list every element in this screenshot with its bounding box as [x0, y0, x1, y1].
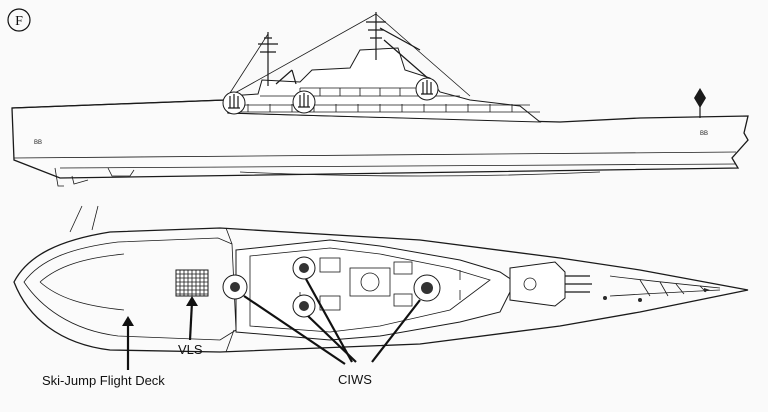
side-ciws-mount-2	[292, 90, 316, 114]
vls-arrow	[186, 296, 198, 341]
ciws-label: CIWS	[338, 372, 372, 387]
figure-tag-letter: F	[15, 14, 23, 29]
plan-ciws-mount-4	[413, 274, 441, 302]
plan-superstructure-details	[249, 247, 491, 333]
svg-text:BB: BB	[700, 131, 708, 137]
side-ciws-mount-3	[415, 77, 439, 101]
figure-tag: F	[7, 8, 31, 32]
plan-view	[13, 205, 749, 353]
plan-ciws-mount-2	[292, 256, 316, 280]
vls-label: VLS	[178, 342, 203, 357]
plan-ciws-mount-3	[292, 294, 316, 318]
side-ciws-mount-1	[222, 91, 246, 115]
ski-jump-arrow	[122, 316, 134, 370]
side-profile: BB BB	[11, 12, 749, 187]
side-superstructure	[227, 47, 542, 123]
ciws-leaders	[243, 278, 421, 365]
side-bow-staff	[694, 88, 706, 118]
svg-text:BB: BB	[34, 140, 42, 146]
plan-forward-turret	[509, 261, 592, 307]
plan-ciws-mount-1	[222, 274, 248, 300]
side-masts	[258, 12, 431, 86]
plan-vls-grid	[175, 269, 209, 297]
callouts: VLS Ski-Jump Flight Deck CIWS	[42, 278, 421, 388]
ski-jump-label: Ski-Jump Flight Deck	[42, 373, 165, 388]
